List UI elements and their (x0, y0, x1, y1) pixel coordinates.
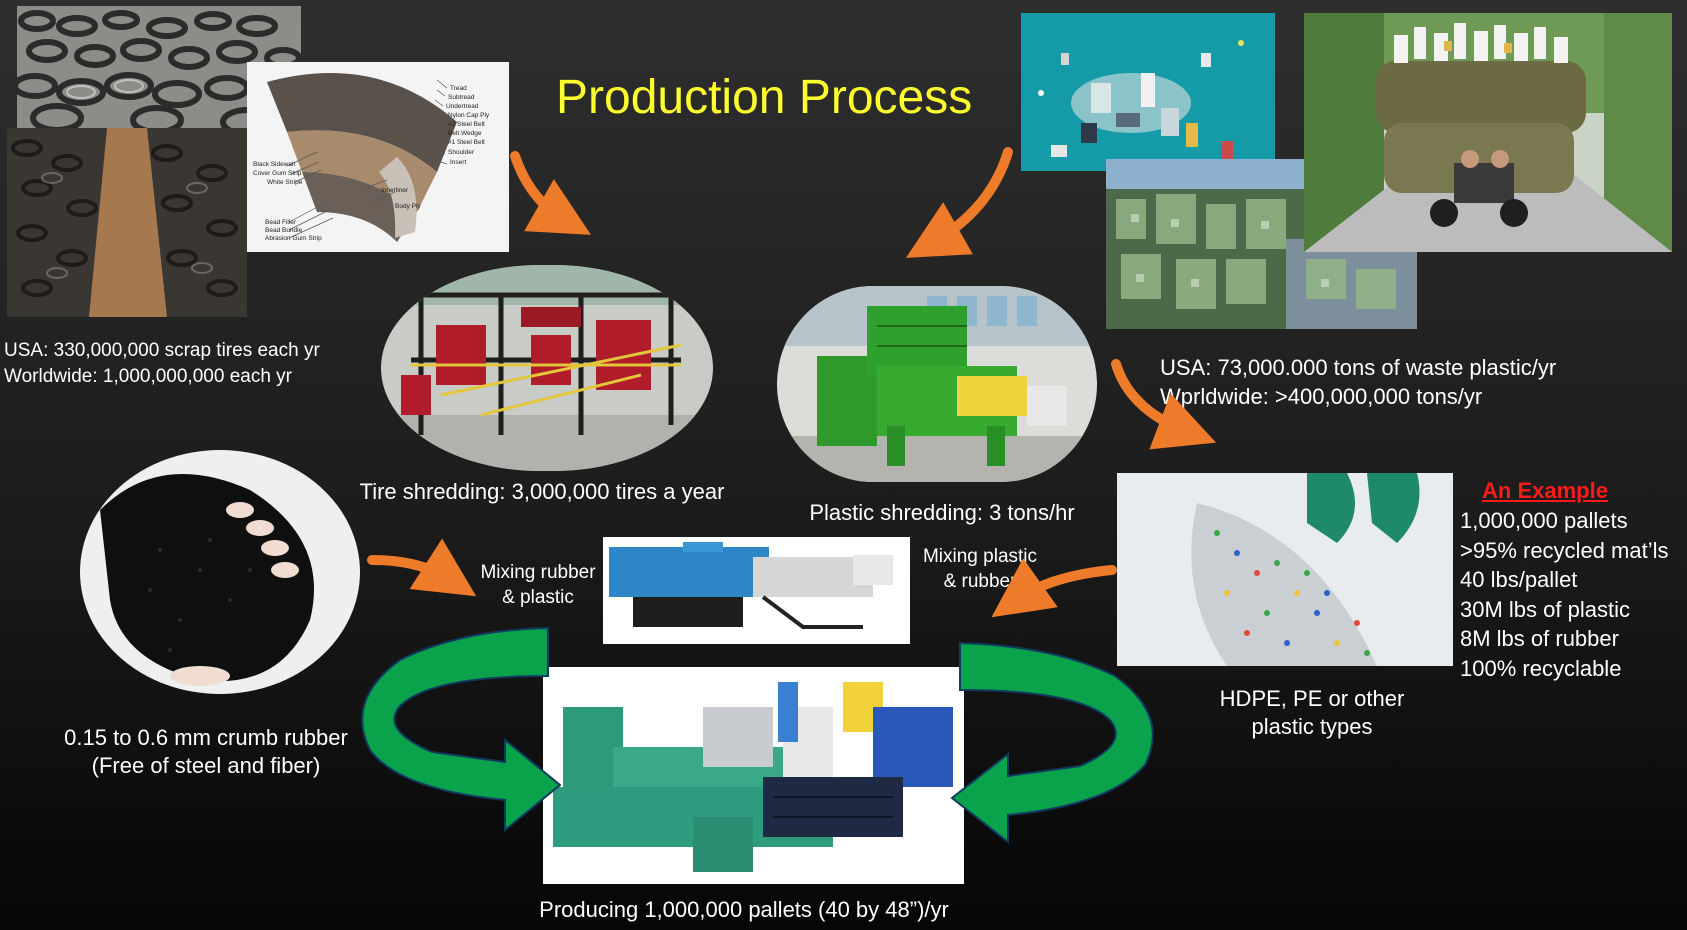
tire-stats: USA: 330,000,000 scrap tires each yr Wor… (4, 338, 320, 390)
tire-label: Undertread (446, 103, 479, 110)
crumb-rubber-photo (80, 450, 360, 694)
example-box: An Example 1,000,000 pallets >95% recycl… (1460, 478, 1668, 683)
example-item: 40 lbs/pallet (1460, 567, 1578, 592)
tire-shredding-caption: Tire shredding: 3,000,000 tires a year (359, 479, 725, 504)
example-item: 30M lbs of plastic (1460, 596, 1630, 622)
tire-label: Black Sidewall (253, 161, 295, 168)
tire-label: Tread (450, 85, 467, 92)
mixing-rubber-plastic-label: Mixing rubber & plastic (480, 562, 596, 608)
plastic-shredding-caption: Plastic shredding: 3 tons/hr (809, 500, 1075, 525)
plastic-to-pellets-arrow (1111, 359, 1217, 450)
tire-label: Cover Gum Strip (253, 170, 302, 177)
tire-label: Bead Bundle (265, 227, 303, 234)
producing-caption: Producing 1,000,000 pallets (40 by 48”)/… (539, 897, 949, 922)
tire-label: Body Ply (395, 203, 421, 210)
example-item: 100% recyclable (1460, 655, 1622, 681)
tire-label: #1 Steel Belt (448, 139, 485, 146)
crumb-to-mixer-arrow (367, 538, 477, 597)
tire-cross-section-diagram: Tread Subtread Undertread Nylon Cap Ply … (247, 62, 509, 252)
extruder-photo (603, 537, 910, 644)
tire-stat-world: Worldwide: 1,000,000,000 each yr (4, 366, 292, 387)
tire-label: Subtread (448, 94, 475, 101)
ocean-plastic-photo (1021, 13, 1275, 171)
tire-stat-usa: USA: 330,000,000 scrap tires each yr (4, 340, 320, 361)
pellets-to-mixer-arrow (991, 558, 1117, 618)
plastic-stat-usa: USA: 73,000.000 tons of waste plastic/yr (1160, 355, 1557, 380)
tire-label: Insert (450, 159, 466, 166)
plastic-cart-photo (1304, 13, 1672, 252)
tire-label: Bead Filler (265, 219, 297, 226)
pallet-production-photo (543, 667, 964, 884)
tire-label: Belt Wedge (448, 130, 482, 137)
tire-label: Abrasion Gum Strip (265, 235, 322, 242)
plastic-shredder-photo (777, 286, 1097, 482)
example-item: 1,000,000 pallets (1460, 508, 1628, 533)
example-heading: An Example (1482, 478, 1608, 503)
tire-label: White Stripe (267, 179, 303, 186)
example-item: >95% recycled mat’ls (1460, 537, 1669, 563)
plastic-pellets-photo (1117, 473, 1453, 666)
crumb-rubber-caption: 0.15 to 0.6 mm crumb rubber (Free of ste… (64, 725, 348, 778)
right-cycle-arrow (950, 641, 1154, 845)
tire-label: #2 Steel Belt (448, 121, 485, 128)
tire-label: Innerliner (381, 187, 409, 194)
example-item: 8M lbs of rubber (1460, 626, 1619, 651)
left-cycle-arrow (361, 626, 562, 833)
tire-label: Nylon Cap Ply (448, 112, 490, 119)
example-list: 1,000,000 pallets >95% recycled mat’ls 4… (1460, 506, 1668, 683)
tire-trench-photo (7, 128, 247, 317)
tire-label: Shoulder (448, 149, 475, 156)
tire-to-shredder-arrow (510, 151, 592, 235)
plastic-types-caption: HDPE, PE or other plastic types (1219, 686, 1405, 739)
plastic-to-shredder-arrow (905, 147, 1013, 258)
page-title: Production Process (556, 71, 973, 124)
